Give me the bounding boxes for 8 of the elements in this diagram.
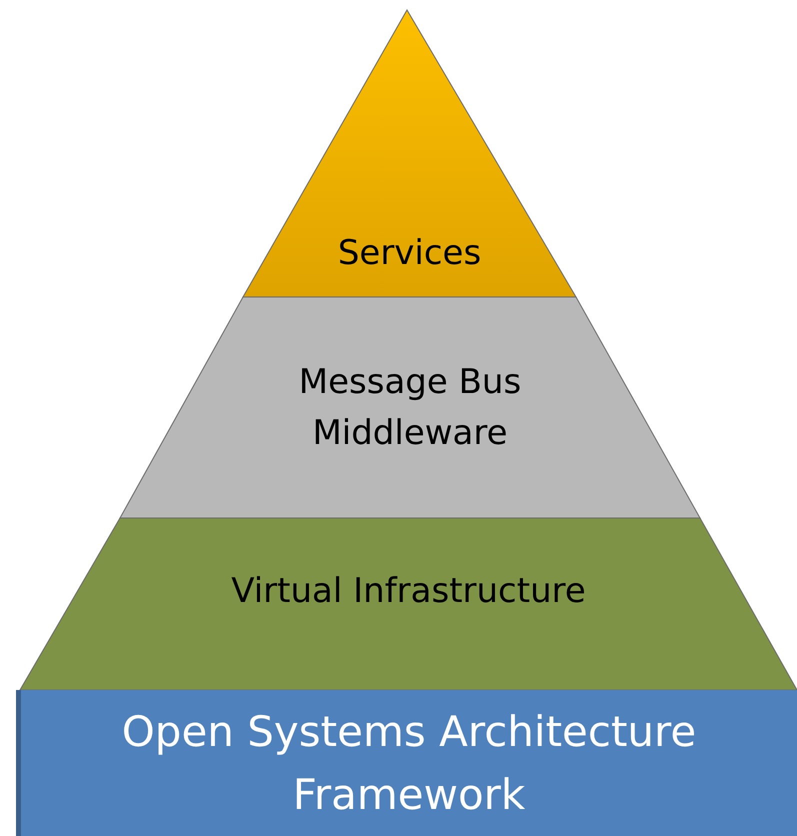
- foundation-bar: [16, 690, 797, 836]
- pyramid-middle-section: [120, 297, 700, 518]
- pyramid-top-section: [243, 10, 576, 297]
- layer-label: Virtual Infrastructure: [230, 570, 587, 613]
- layer-label: Message Bus Middleware: [298, 361, 522, 455]
- pyramid-base-section: [20, 518, 797, 690]
- layer-label: Open Systems Architecture Framework: [120, 706, 698, 821]
- layer-label: Services: [336, 232, 482, 275]
